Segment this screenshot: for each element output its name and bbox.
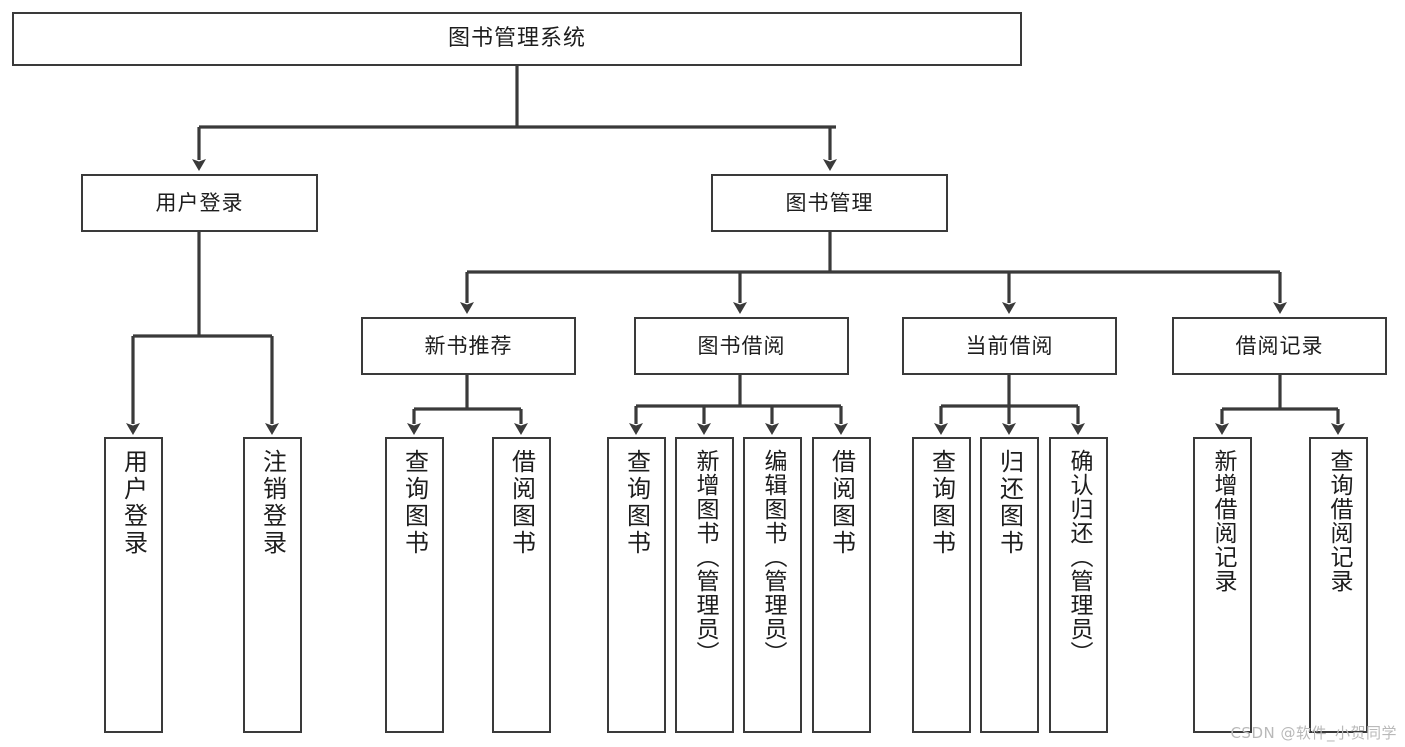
leaf-user-login[interactable]: 用户登录 bbox=[104, 437, 163, 733]
leaf-return-book[interactable]: 归还图书 bbox=[980, 437, 1039, 733]
node-book-management[interactable]: 图书管理 bbox=[711, 174, 948, 232]
node-label: 图书管理 bbox=[785, 190, 874, 215]
leaf-query-book-borrowing[interactable]: 查询图书 bbox=[607, 437, 666, 733]
node-label: 查询图书 bbox=[927, 449, 956, 557]
node-label: 查询图书 bbox=[622, 449, 651, 557]
leaf-edit-book-admin[interactable]: 编辑图书（管理员） bbox=[743, 437, 802, 733]
node-label: 新书推荐 bbox=[424, 333, 513, 358]
node-root-book-management-system[interactable]: 图书管理系统 bbox=[12, 12, 1022, 66]
node-label: 当前借阅 bbox=[965, 333, 1054, 358]
leaf-borrow-book-recommendation[interactable]: 借阅图书 bbox=[492, 437, 551, 733]
node-label: 用户登录 bbox=[119, 449, 148, 557]
node-label: 借阅图书 bbox=[827, 449, 856, 557]
node-label: 注销登录 bbox=[258, 449, 287, 557]
node-label: 新增图书（管理员） bbox=[692, 449, 718, 665]
csdn-watermark: CSDN @软件_小贺同学 bbox=[1230, 724, 1397, 742]
leaf-confirm-return-admin[interactable]: 确认归还（管理员） bbox=[1049, 437, 1108, 733]
node-book-borrowing[interactable]: 图书借阅 bbox=[634, 317, 849, 375]
node-label: 新增借阅记录 bbox=[1210, 449, 1236, 593]
leaf-query-book-recommendation[interactable]: 查询图书 bbox=[385, 437, 444, 733]
node-label: 图书借阅 bbox=[697, 333, 786, 358]
leaf-add-borrowing-record[interactable]: 新增借阅记录 bbox=[1193, 437, 1252, 733]
node-label: 用户登录 bbox=[155, 190, 244, 215]
leaf-borrow-book[interactable]: 借阅图书 bbox=[812, 437, 871, 733]
node-label: 借阅图书 bbox=[507, 449, 536, 557]
leaf-add-book-admin[interactable]: 新增图书（管理员） bbox=[675, 437, 734, 733]
leaf-query-book-current[interactable]: 查询图书 bbox=[912, 437, 971, 733]
node-label: 查询借阅记录 bbox=[1326, 449, 1352, 593]
node-label: 编辑图书（管理员） bbox=[760, 449, 786, 665]
node-user-login[interactable]: 用户登录 bbox=[81, 174, 318, 232]
node-label: 归还图书 bbox=[995, 449, 1024, 557]
node-current-borrowing[interactable]: 当前借阅 bbox=[902, 317, 1117, 375]
node-borrowing-record[interactable]: 借阅记录 bbox=[1172, 317, 1387, 375]
leaf-logout[interactable]: 注销登录 bbox=[243, 437, 302, 733]
node-label: 借阅记录 bbox=[1235, 333, 1324, 358]
leaf-query-borrowing-record[interactable]: 查询借阅记录 bbox=[1309, 437, 1368, 733]
node-label: 查询图书 bbox=[400, 449, 429, 557]
node-new-book-recommendation[interactable]: 新书推荐 bbox=[361, 317, 576, 375]
node-label: 确认归还（管理员） bbox=[1066, 449, 1092, 665]
node-label: 图书管理系统 bbox=[447, 26, 586, 52]
